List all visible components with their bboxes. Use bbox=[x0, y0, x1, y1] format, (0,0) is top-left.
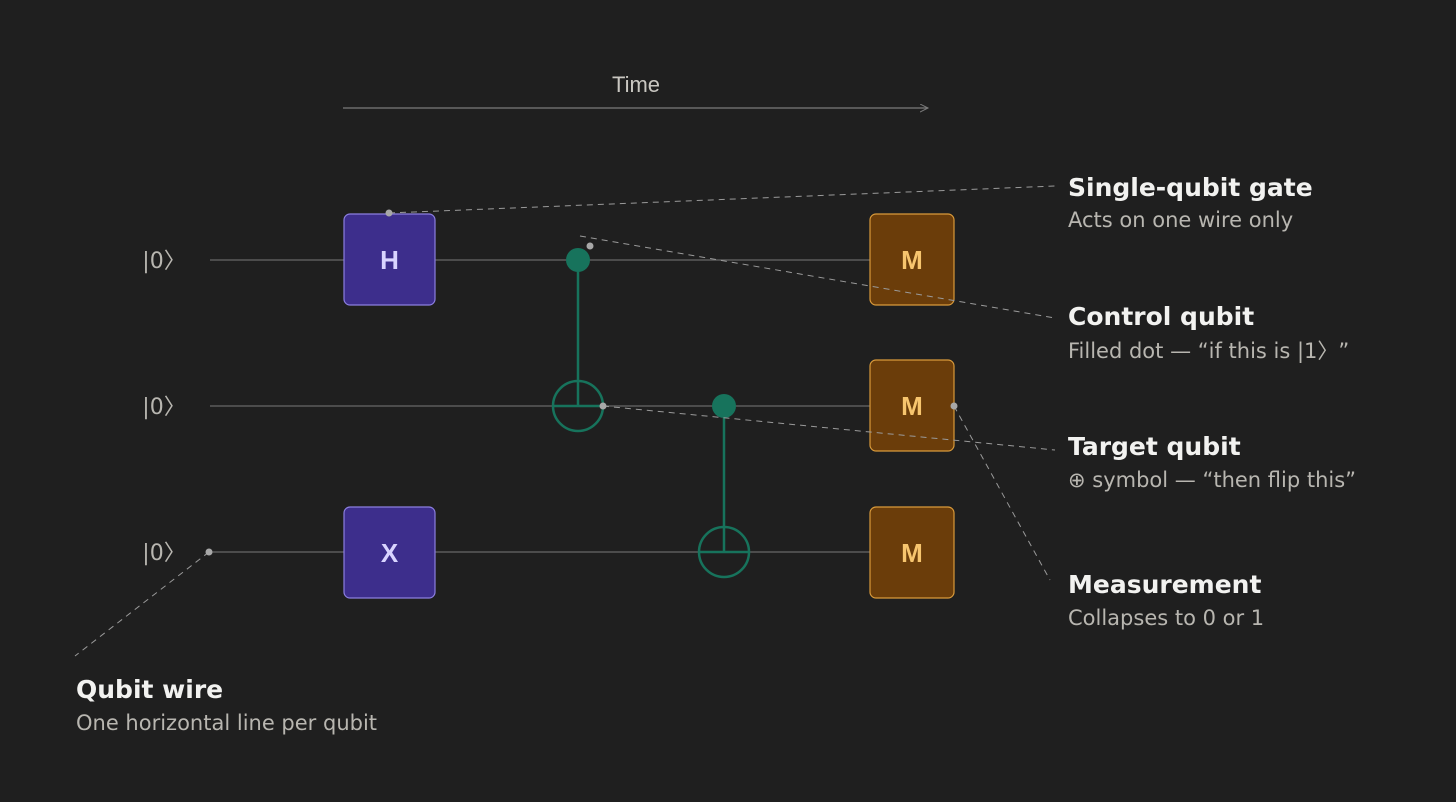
cnot-gate-2 bbox=[697, 394, 751, 579]
callout-measurement-title: Measurement bbox=[1068, 570, 1262, 599]
measurement-gate-label: M bbox=[901, 391, 923, 421]
callout-control-qubit-title: Control qubit bbox=[1068, 302, 1255, 331]
callout-single-qubit-gate-subtitle: Acts on one wire only bbox=[1068, 208, 1294, 232]
control-dot bbox=[566, 248, 590, 272]
callout-single-qubit-gate-title: Single-qubit gate bbox=[1068, 173, 1313, 202]
cnot-gate-1 bbox=[551, 248, 605, 433]
pauli-x-gate-label: X bbox=[381, 538, 399, 568]
callout-qubit-wire-title: Qubit wire bbox=[76, 675, 224, 704]
leader-control-qubit bbox=[579, 235, 1056, 319]
control-dot bbox=[712, 394, 736, 418]
leader-single-qubit-gate bbox=[388, 185, 1056, 214]
time-label: Time bbox=[612, 72, 660, 97]
measurement-gate-label: M bbox=[901, 245, 923, 275]
qubit-state-label: |0〉 bbox=[142, 249, 185, 274]
measurement-gate-label: M bbox=[901, 538, 923, 568]
callout-qubit-wire-subtitle: One horizontal line per qubit bbox=[76, 711, 378, 735]
leader-target-qubit bbox=[602, 405, 1056, 451]
callout-target-qubit-title: Target qubit bbox=[1068, 432, 1241, 461]
hadamard-gate: H bbox=[343, 213, 436, 306]
leader-lines bbox=[74, 185, 1056, 657]
callout-measurement-subtitle: Collapses to 0 or 1 bbox=[1068, 606, 1265, 630]
measurement-gate-2: M bbox=[869, 359, 955, 452]
leader-anchor-dots bbox=[205, 209, 958, 556]
qubit-state-label: |0〉 bbox=[142, 395, 185, 420]
measurement-gate-1: M bbox=[869, 213, 955, 306]
measurement-gate-3: M bbox=[869, 506, 955, 599]
pauli-x-gate: X bbox=[343, 506, 436, 599]
callout-control-qubit-subtitle: Filled dot — “if this is |1〉” bbox=[1068, 339, 1350, 363]
leader-measurement bbox=[953, 405, 1051, 581]
callout-target-qubit-subtitle: ⊕ symbol — “then flip this” bbox=[1068, 468, 1357, 492]
qubit-state-label: |0〉 bbox=[142, 541, 185, 566]
leader-qubit-wire bbox=[74, 551, 210, 657]
hadamard-gate-label: H bbox=[380, 245, 399, 275]
